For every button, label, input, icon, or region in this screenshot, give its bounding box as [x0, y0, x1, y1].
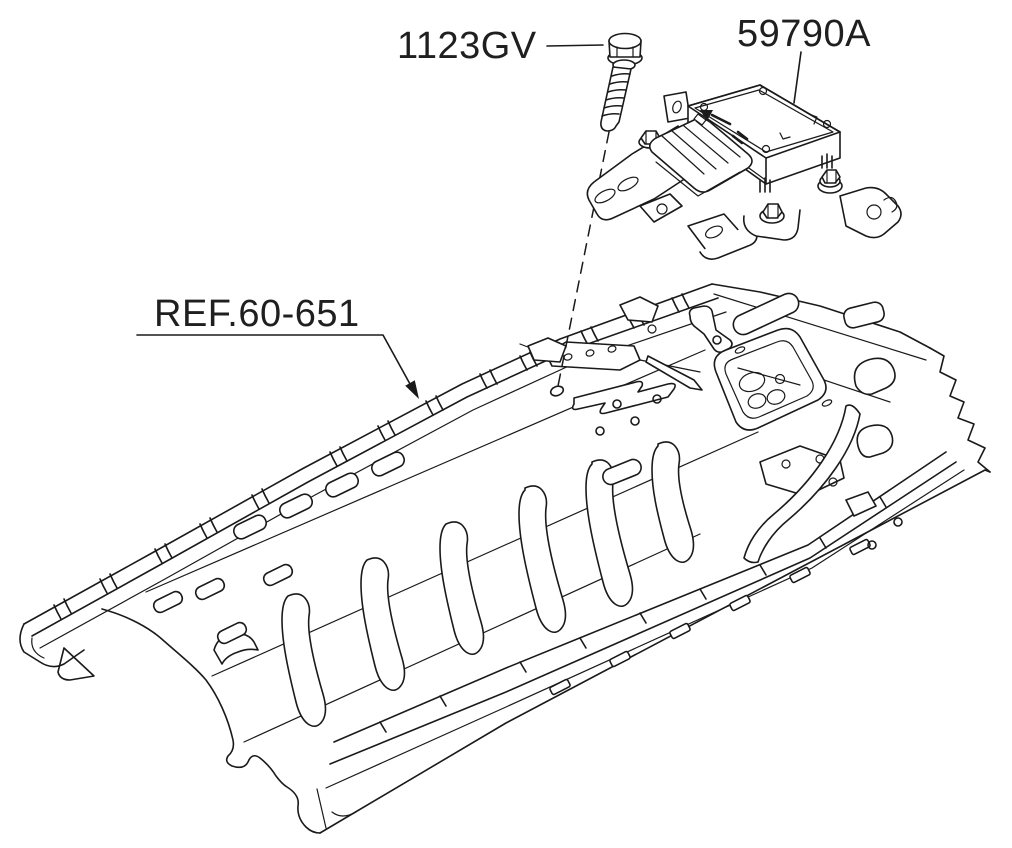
panel-fold-lip — [316, 788, 327, 829]
panel-holes — [595, 335, 903, 550]
panel-fold-notch — [331, 811, 357, 817]
module-connector — [648, 113, 753, 197]
part-label-bolt: 1123GV — [397, 25, 537, 67]
floor-slots — [152, 292, 800, 645]
panel-left-cut-edge — [101, 608, 321, 834]
module-top-details — [699, 86, 832, 154]
panel-near-edge-3 — [325, 469, 965, 789]
bolt-target-hole — [549, 385, 565, 397]
panel-flange-outer — [319, 469, 991, 834]
bolt-head-facets — [616, 46, 634, 58]
panel-far-rail-outer — [23, 283, 713, 625]
part-label-floor-panel: REF.60-651 — [154, 293, 360, 335]
rail-end-fold — [19, 623, 85, 668]
control-module-illustration — [586, 84, 902, 260]
leader-line-1123gv — [546, 44, 604, 47]
panel-top-edge-inner — [713, 293, 927, 361]
l-slot — [688, 305, 733, 353]
sill-ticks — [379, 496, 887, 733]
z-emboss — [571, 380, 676, 415]
module-top-rim — [694, 89, 834, 153]
panel-near-edge-2 — [329, 461, 957, 765]
bolt-projection-line — [557, 131, 610, 387]
flange-feet — [549, 538, 871, 696]
module-mount-aperture — [713, 327, 833, 431]
module-clips — [759, 153, 833, 193]
bolt-head-top — [608, 32, 642, 50]
bolt-shank — [600, 66, 632, 132]
panel-dart — [57, 647, 95, 681]
panel-top-edge — [711, 283, 931, 349]
right-embosses — [743, 301, 896, 564]
bracket-bolts — [638, 130, 843, 224]
panel-bracket-plates — [527, 296, 877, 517]
panel-near-edge-1 — [333, 451, 947, 743]
leader-arrowhead — [405, 380, 419, 399]
leader-line-59790a — [793, 51, 802, 104]
bolt-threads — [601, 72, 631, 117]
leader-line-ref — [136, 334, 411, 385]
bolt-illustration — [600, 32, 643, 132]
panel-right-tail — [929, 347, 991, 473]
part-label-module: 59790A — [737, 13, 871, 55]
callouts: 1123GV 59790A REF.60-651 — [136, 13, 871, 399]
floor-ribs — [213, 441, 695, 728]
floor-panel-illustration — [19, 283, 991, 834]
